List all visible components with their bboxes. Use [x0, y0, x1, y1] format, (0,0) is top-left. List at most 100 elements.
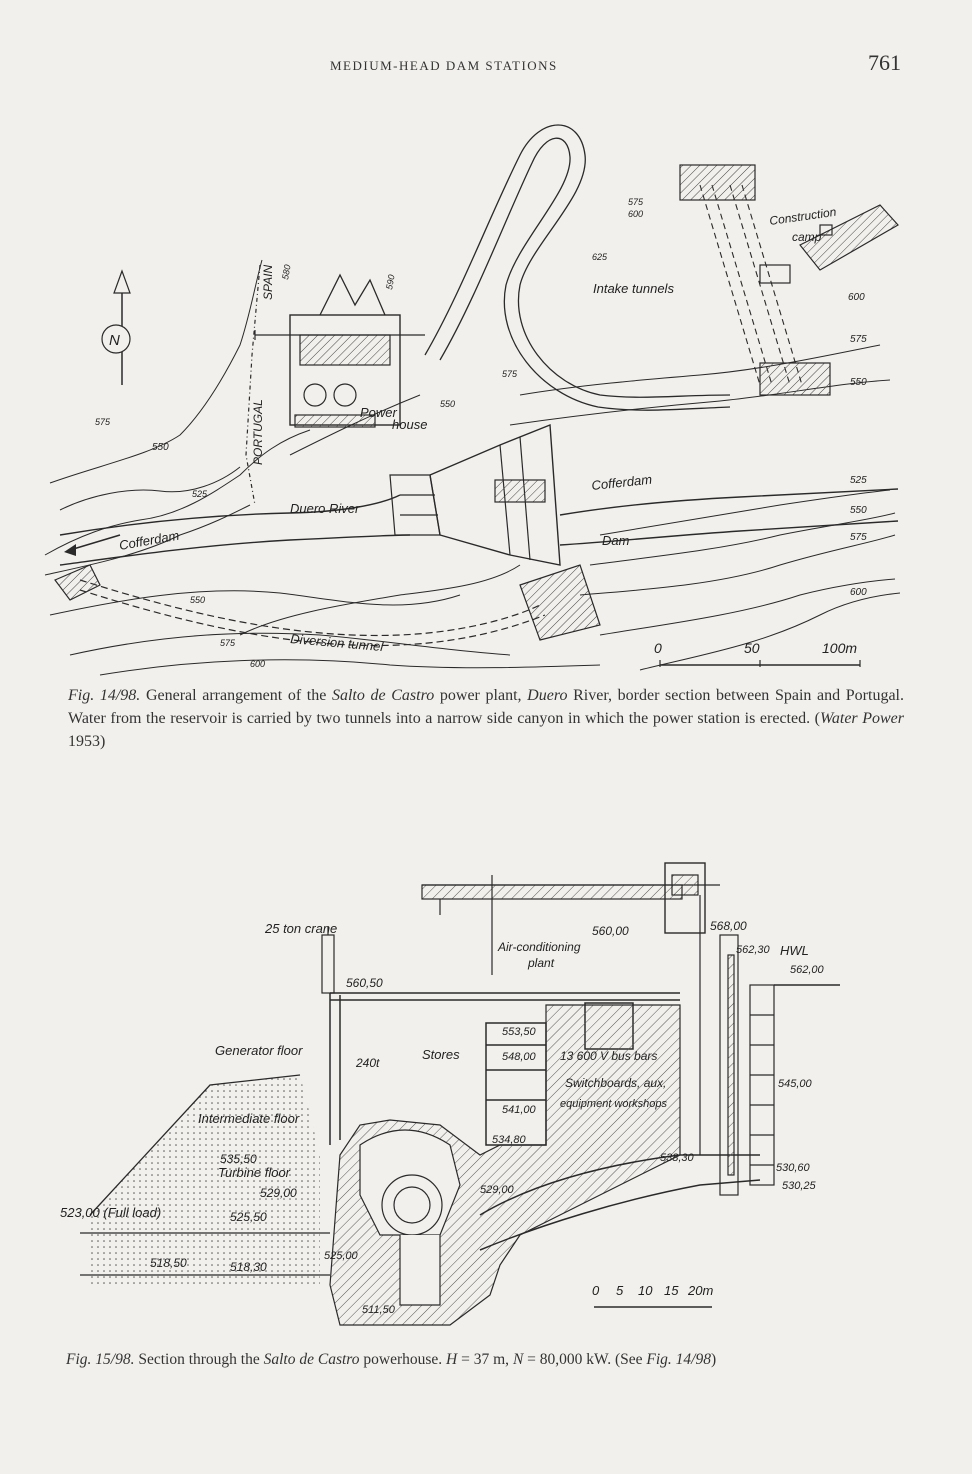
label-portugal: PORTUGAL — [251, 399, 265, 465]
fig2-number: Fig. 15/98. — [66, 1351, 135, 1368]
fig1-number: Fig. 14/98. — [68, 687, 141, 704]
label-stores: Stores — [422, 1047, 460, 1062]
label-turbine-floor: Turbine floor — [218, 1165, 291, 1180]
elev-518-50: 518,50 — [150, 1256, 187, 1270]
label-power-house-1: Power — [360, 405, 398, 420]
contour-575-bottom: 575 — [220, 638, 236, 648]
tailrace — [479, 1154, 761, 1251]
label-construction-camp-2: camp — [792, 230, 822, 244]
elev-529-00b: 529,00 — [480, 1184, 515, 1196]
fig2-head-symbol: H — [446, 1351, 458, 1368]
label-hwl: HWL — [780, 943, 809, 958]
label-intake-tunnels: Intake tunnels — [593, 281, 674, 296]
scale-50: 50 — [744, 640, 760, 656]
elev-548-00: 548,00 — [502, 1051, 537, 1063]
water-levels — [80, 1232, 330, 1276]
scale2-15: 15 — [664, 1283, 679, 1298]
flow-arrow-icon — [64, 534, 121, 556]
fig2-caption-text-3: = 37 m, — [457, 1351, 513, 1368]
label-spain: SPAIN — [261, 265, 275, 300]
elev-518-30: 518,30 — [230, 1260, 267, 1274]
label-cofferdam-left: Cofferdam — [118, 528, 181, 553]
fig1-plant-name: Salto de Castro — [331, 687, 435, 704]
intake-gates — [699, 895, 840, 1196]
contour-600-bottom: 600 — [250, 659, 265, 669]
construction-camp — [799, 204, 899, 271]
fig1-river: Duero — [527, 687, 568, 704]
elev-535-50: 535,50 — [220, 1152, 257, 1166]
duero-river — [59, 488, 899, 566]
elev-530-60: 530,60 — [776, 1162, 811, 1174]
fig2-caption-text-4: = 80,000 kW. (See — [523, 1351, 647, 1368]
contour-575-left: 575 — [95, 417, 111, 427]
fig2-ref: Fig. 14/98 — [646, 1351, 711, 1368]
fig1-source: Water Power — [820, 710, 905, 727]
figure1-caption: Fig. 14/98. General arrangement of the S… — [68, 684, 904, 753]
fig2-caption-text-5: ) — [711, 1351, 717, 1368]
label-crane: 25 ton crane — [264, 921, 337, 936]
scale-100: 100m — [822, 640, 857, 656]
scale2-5: 5 — [616, 1283, 624, 1298]
contour-600-top: 600 — [628, 209, 643, 219]
intake-tunnels — [699, 184, 803, 386]
scale2-10: 10 — [638, 1283, 653, 1298]
label-power-house-2: house — [392, 417, 427, 432]
scale2-20: 20m — [687, 1283, 713, 1298]
elev-529-00a: 529,00 — [260, 1186, 297, 1200]
fig2-plant-name: Salto de Castro — [263, 1351, 360, 1368]
label-switch-2: equipment workshops — [560, 1098, 668, 1110]
contour-590: 590 — [384, 274, 396, 291]
dam-structure — [389, 423, 601, 641]
contour-r550b: 550 — [850, 505, 867, 516]
elev-538-30: 538,30 — [660, 1152, 695, 1164]
running-head: MEDIUM-HEAD DAM STATIONS — [330, 58, 558, 73]
label-duero-river: Duero River — [290, 501, 360, 516]
crane-column — [321, 927, 335, 994]
fig1-caption-text-3: River, border section between Spain and … — [68, 687, 904, 727]
fig2-power-symbol: N — [512, 1351, 524, 1368]
fig1-caption-text: General arrangement of the — [140, 687, 332, 704]
contour-580: 580 — [280, 264, 292, 281]
contour-r600: 600 — [848, 292, 865, 303]
embankment — [89, 1074, 320, 1285]
north-label: N — [109, 332, 120, 349]
elev-562-30: 562,30 — [736, 944, 771, 956]
figure-site-plan: N — [40, 95, 901, 685]
contour-575-top: 575 — [628, 197, 644, 207]
elev-525-00: 525,00 — [324, 1250, 359, 1262]
page-number: 761 — [868, 50, 901, 75]
label-240t: 240t — [355, 1056, 380, 1070]
contour-550-bottom: 550 — [190, 595, 205, 605]
gantry-crane — [421, 862, 720, 975]
powerhouse-plan — [254, 273, 425, 428]
elev-560-00: 560,00 — [592, 924, 629, 938]
label-diversion-tunnel: Diversion tunnel — [290, 631, 385, 654]
north-arrow-icon: N — [101, 269, 131, 385]
elev-560-50: 560,50 — [346, 976, 383, 990]
page-header: MEDIUM-HEAD DAM STATIONS 761 — [0, 46, 972, 86]
label-air-2: plant — [527, 956, 555, 970]
contour-550-ph: 550 — [440, 399, 455, 409]
contour-r575b: 575 — [850, 532, 867, 543]
elev-562-00: 562,00 — [790, 964, 825, 976]
figure-section: 25 ton crane Air-conditioning plant Gene… — [60, 855, 840, 1335]
contour-525-left: 525 — [192, 489, 208, 499]
scale-0: 0 — [654, 640, 662, 656]
tunnel-portal — [54, 564, 101, 601]
label-bus-bars: 13 600 V bus bars — [560, 1049, 657, 1063]
intake-structure — [679, 164, 831, 396]
scale-bar — [659, 660, 861, 667]
contour-550-left: 550 — [152, 442, 169, 453]
concrete-mass — [329, 1004, 681, 1326]
fig2-caption-text: Section through the — [134, 1351, 264, 1368]
elev-553-50: 553,50 — [502, 1026, 537, 1038]
label-switch-1: Switchboards, aux, — [565, 1076, 666, 1090]
elev-568-00: 568,00 — [710, 919, 747, 933]
elev-525-50: 525,50 — [230, 1210, 267, 1224]
label-full-load: 523,00 (Full load) — [60, 1205, 161, 1220]
diversion-tunnel — [79, 579, 546, 647]
label-dam: Dam — [602, 533, 630, 548]
fig2-caption-text-2: powerhouse. — [359, 1351, 447, 1368]
label-generator-floor: Generator floor — [215, 1043, 303, 1058]
border-line — [245, 264, 261, 506]
